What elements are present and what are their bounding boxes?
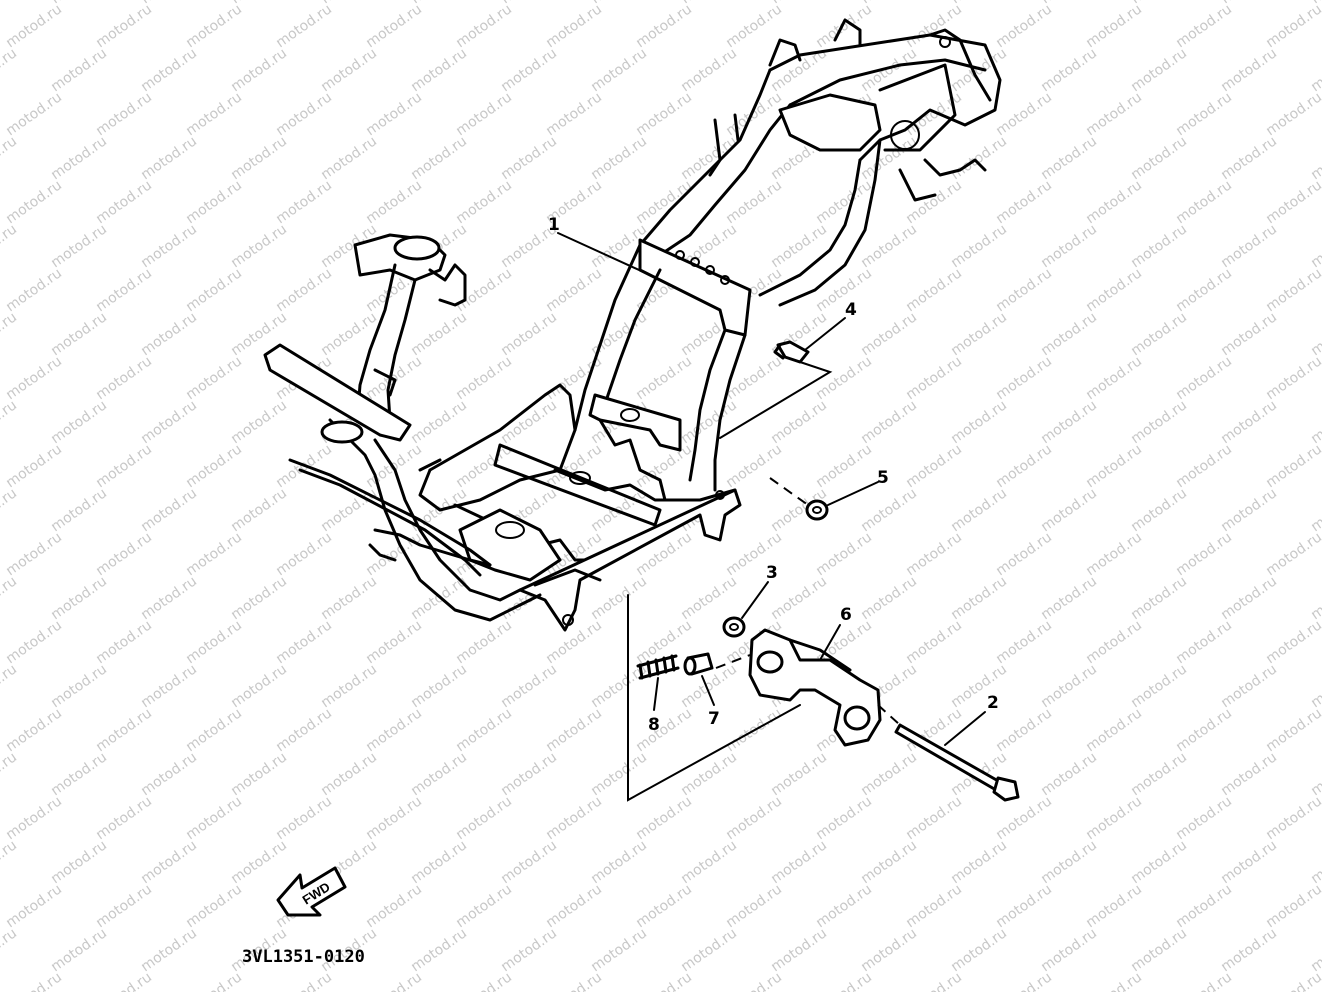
bracket-part-6 [748, 624, 882, 747]
callout-1: 1 [548, 215, 560, 235]
callout-2: 2 [987, 693, 999, 713]
callout-3: 3 [766, 563, 778, 583]
callout-4: 4 [845, 300, 857, 320]
callout-6: 6 [840, 605, 852, 625]
bolt-part-2 [894, 711, 1020, 802]
leader-lines [557, 232, 901, 802]
spring-part-8 [636, 654, 680, 711]
nut-part-3 [722, 581, 769, 638]
callout-numbers: 1 2 3 4 5 6 7 8 [548, 215, 999, 735]
diagram-code: 3VL1351-0120 [242, 947, 365, 967]
callout-8: 8 [648, 715, 660, 735]
nut-part-5 [805, 481, 879, 521]
bolt-part-4 [773, 317, 846, 364]
frame-part [263, 18, 1002, 632]
collar-part-7 [683, 652, 715, 706]
callout-7: 7 [708, 709, 720, 729]
callout-5: 5 [877, 468, 889, 488]
fwd-arrow-icon: FWD [276, 866, 347, 917]
